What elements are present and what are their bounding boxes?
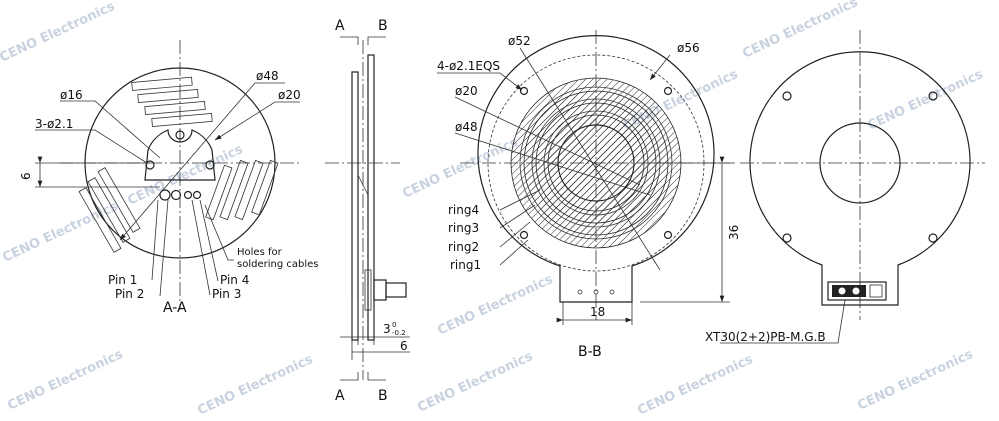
dim-d16-label: ø16 <box>60 88 83 102</box>
dim-d56-label: ø56 <box>677 41 700 55</box>
ring1-label: ring1 <box>450 258 481 272</box>
view-aa: ø16 ø48 ø20 3-ø2.1 6 Holes for soldering… <box>19 40 318 316</box>
ring2-label: ring2 <box>448 240 479 254</box>
dim-6-label: 6 <box>19 172 33 180</box>
dim-36-label: 36 <box>727 225 741 240</box>
dim-d48-label: ø48 <box>455 120 478 134</box>
watermark-text: CENO Electronics <box>195 352 315 419</box>
thickness-label: 3 <box>383 322 391 336</box>
total-thickness-label: 6 <box>400 339 408 353</box>
watermark-text: CENO Electronics <box>415 349 535 416</box>
view-aa-title: A-A <box>163 300 187 316</box>
watermark-text: CENO Electronics <box>125 142 245 209</box>
section-b-top-label: B <box>378 18 388 34</box>
holes-note-line2: soldering cables <box>237 259 318 270</box>
section-a-bottom-label: A <box>335 388 345 404</box>
pin4-label: Pin 4 <box>220 273 249 287</box>
dim-18-label: 18 <box>590 305 605 319</box>
watermark-text: CENO Electronics <box>740 0 860 62</box>
xt30-connector <box>827 281 887 301</box>
watermark-text: CENO Electronics <box>855 347 975 414</box>
view-bb: ø52 4-ø2.1EQS ø56 ø20 ø48 ring4 ring3 ri… <box>437 30 741 360</box>
view-bb-title: B-B <box>578 344 602 360</box>
pin3-label: Pin 3 <box>212 287 241 301</box>
watermark-text: CENO Electronics <box>635 352 755 419</box>
section-b-bottom-label: B <box>378 388 388 404</box>
holes-note-line1: Holes for <box>237 247 283 258</box>
holes-3-label: 3-ø2.1 <box>35 117 73 131</box>
watermark-text: CENO Electronics <box>0 0 118 66</box>
watermark-text: CENO Electronics <box>400 135 520 202</box>
holes-4-label: 4-ø2.1EQS <box>437 59 500 73</box>
watermark-text: CENO Electronics <box>865 67 985 134</box>
rear-view: XT30(2+2)PB-M.G.B <box>705 30 985 344</box>
dim-d52-label: ø52 <box>508 34 531 48</box>
tolerance-upper: 0 <box>392 321 396 329</box>
dim-d20-label: ø20 <box>455 84 478 98</box>
section-a-top-label: A <box>335 18 345 34</box>
pin1-label: Pin 1 <box>108 273 137 287</box>
side-view: A B A B 3 0 -0.2 6 <box>325 18 410 404</box>
dim-d20-label: ø20 <box>278 88 301 102</box>
dim-d48-label: ø48 <box>256 69 279 83</box>
watermark-text: CENO Electronics <box>435 272 555 339</box>
ring4-label: ring4 <box>448 203 479 217</box>
ring3-label: ring3 <box>448 221 479 235</box>
watermark-text: CENO Electronics <box>5 347 125 414</box>
pin2-label: Pin 2 <box>115 287 144 301</box>
tolerance-lower: -0.2 <box>392 329 406 337</box>
connector-label: XT30(2+2)PB-M.G.B <box>705 330 826 344</box>
